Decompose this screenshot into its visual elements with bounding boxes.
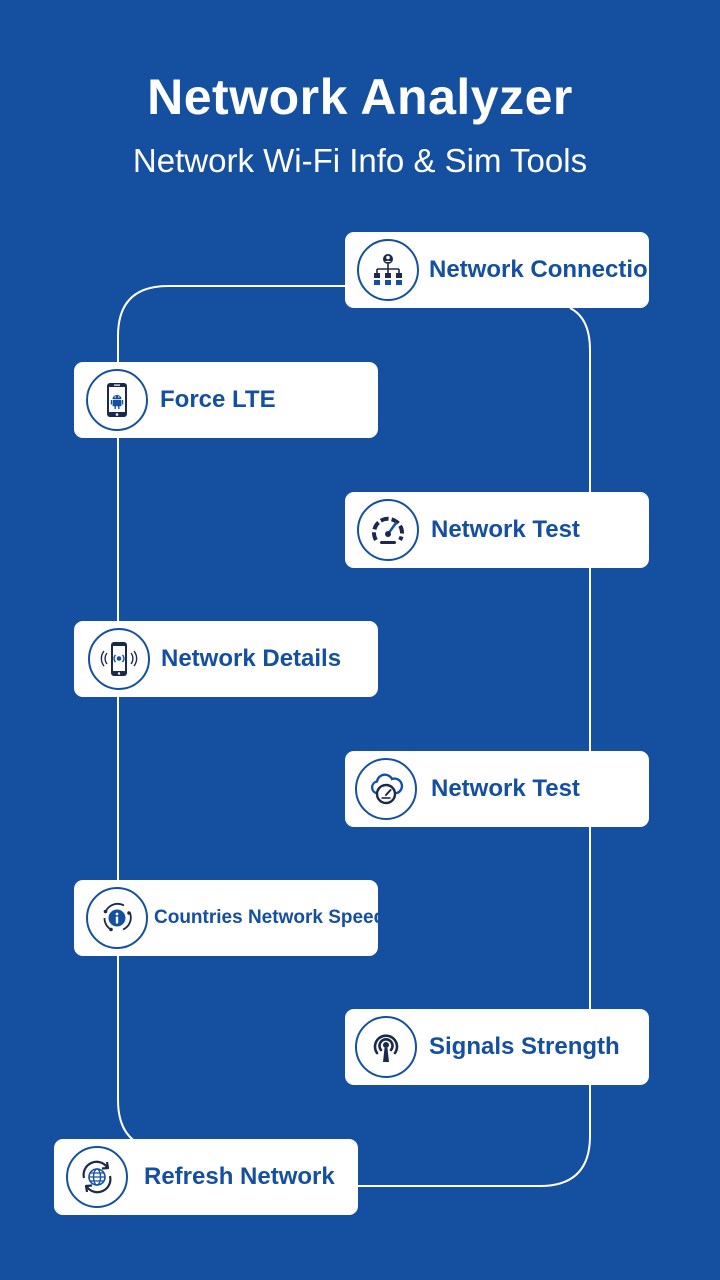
phone-signal-icon — [88, 628, 150, 690]
speedometer-icon — [357, 499, 419, 561]
signal-tower-icon — [355, 1016, 417, 1078]
android-phone-icon — [86, 369, 148, 431]
feature-card-refresh-network[interactable]: Refresh Network — [54, 1139, 358, 1215]
info-globe-icon — [86, 887, 148, 949]
feature-card-signals-strength[interactable]: Signals Strength — [345, 1009, 649, 1085]
globe-refresh-icon — [66, 1146, 128, 1208]
feature-label: Signals Strength — [429, 1033, 620, 1060]
page-title: Network Analyzer — [147, 69, 573, 125]
page-subtitle: Network Wi-Fi Info & Sim Tools — [132, 142, 588, 179]
feature-card-network-connection[interactable]: Network Connection — [345, 232, 662, 308]
network-hierarchy-icon — [357, 239, 419, 301]
feature-card-force-lte[interactable]: Force LTE — [74, 362, 378, 438]
feature-label: Network Connection — [429, 256, 663, 283]
feature-label: Force LTE — [160, 386, 276, 413]
feature-card-network-test[interactable]: Network Test — [345, 492, 649, 568]
feature-label: Refresh Network — [144, 1163, 335, 1190]
feature-card-network-details[interactable]: Network Details — [74, 621, 378, 697]
feature-label: Network Test — [431, 516, 580, 543]
feature-label: Network Details — [161, 645, 342, 672]
feature-card-network-test-cloud[interactable]: Network Test — [345, 751, 649, 827]
feature-label: Network Test — [431, 775, 580, 802]
feature-label: Countries Network Speed — [154, 907, 386, 928]
feature-card-countries-network-speed[interactable]: Countries Network Speed — [74, 880, 385, 956]
cloud-gauge-icon — [355, 758, 417, 820]
